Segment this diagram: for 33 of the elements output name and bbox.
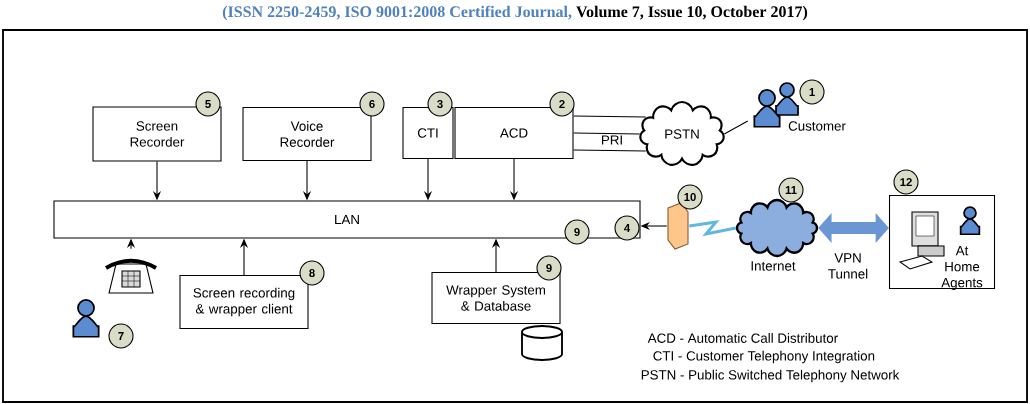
number-badge: 6: [359, 91, 385, 117]
process-box: Screen recording & wrapper client: [179, 274, 309, 330]
trunk-line: [573, 115, 647, 118]
number-badge: 7: [108, 323, 134, 349]
firewall-icon: [667, 202, 689, 250]
journal-header: (ISSN 2250-2459, ISO 9001:2008 Certified Journal, Volume 7, Issue 10, October 2017): [222, 5, 808, 21]
number-badge: 10: [677, 184, 703, 210]
double-arrow: [818, 212, 889, 244]
node-label: At Home Agents: [941, 246, 983, 290]
definition-text: PSTN - Public Switched Telephony Network: [641, 369, 900, 383]
number-badge: 5: [195, 91, 221, 117]
number-badge: 2: [549, 91, 575, 117]
number-badge: 3: [427, 91, 453, 117]
network-cloud: PSTN: [639, 100, 725, 166]
number-badge: 9: [564, 219, 590, 245]
trunk-line: [573, 149, 647, 152]
definition-text: ACD - Automatic Call Distributor: [647, 333, 838, 343]
number-badge: 8: [299, 260, 325, 286]
node-label: Internet: [751, 261, 796, 271]
connector-line: [723, 120, 749, 135]
node-label: Customer: [788, 121, 846, 131]
number-badge: 9: [536, 255, 562, 281]
number-badge: 4: [614, 215, 640, 241]
wireless-link: [689, 220, 737, 237]
definition-text: CTI - Customer Telephony Integration: [653, 350, 875, 364]
database-cylinder: [521, 325, 563, 361]
trunk-line: [573, 132, 641, 135]
number-badge: 12: [893, 169, 919, 195]
number-badge: 11: [778, 177, 804, 203]
edge-label: VPN Tunnel: [828, 253, 868, 279]
number-badge: 1: [799, 79, 825, 105]
telephone-icon: [105, 258, 157, 294]
edge-label: PRI: [602, 135, 622, 145]
